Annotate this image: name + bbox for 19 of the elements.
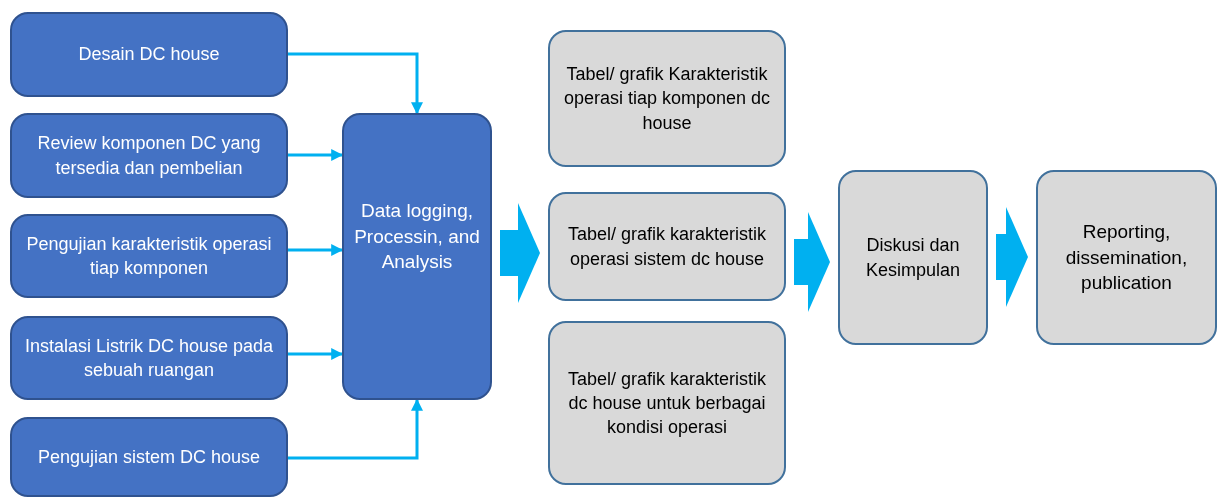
process-box: Tabel/ grafik Karakteristik operasi tiap komponen dc house [548,30,786,167]
arrow [288,244,344,256]
process-box: Diskusi dan Kesimpulan [838,170,988,345]
arrow [288,52,423,115]
arrow [288,348,344,360]
process-box: Instalasi Listrik DC house pada sebuah ruangan [10,316,288,400]
process-box: Desain DC house [10,12,288,97]
process-box: Review komponen DC yang tersedia dan pembelian [10,113,288,198]
block-arrow [794,212,830,312]
block-arrow [500,203,540,303]
block-arrow [996,207,1028,307]
process-box: Pengujian karakteristik operasi tiap komponen [10,214,288,298]
arrow [288,149,344,161]
arrow [288,398,423,460]
process-box: Data logging, Processin, and Analysis [342,113,492,400]
process-box: Tabel/ grafik karakteristik operasi sistem dc house [548,192,786,301]
process-box: Reporting, dissemination, publication [1036,170,1217,345]
process-box: Tabel/ grafik karakteristik dc house untuk berbagai kondisi operasi [548,321,786,485]
process-box: Pengujian sistem DC house [10,417,288,497]
